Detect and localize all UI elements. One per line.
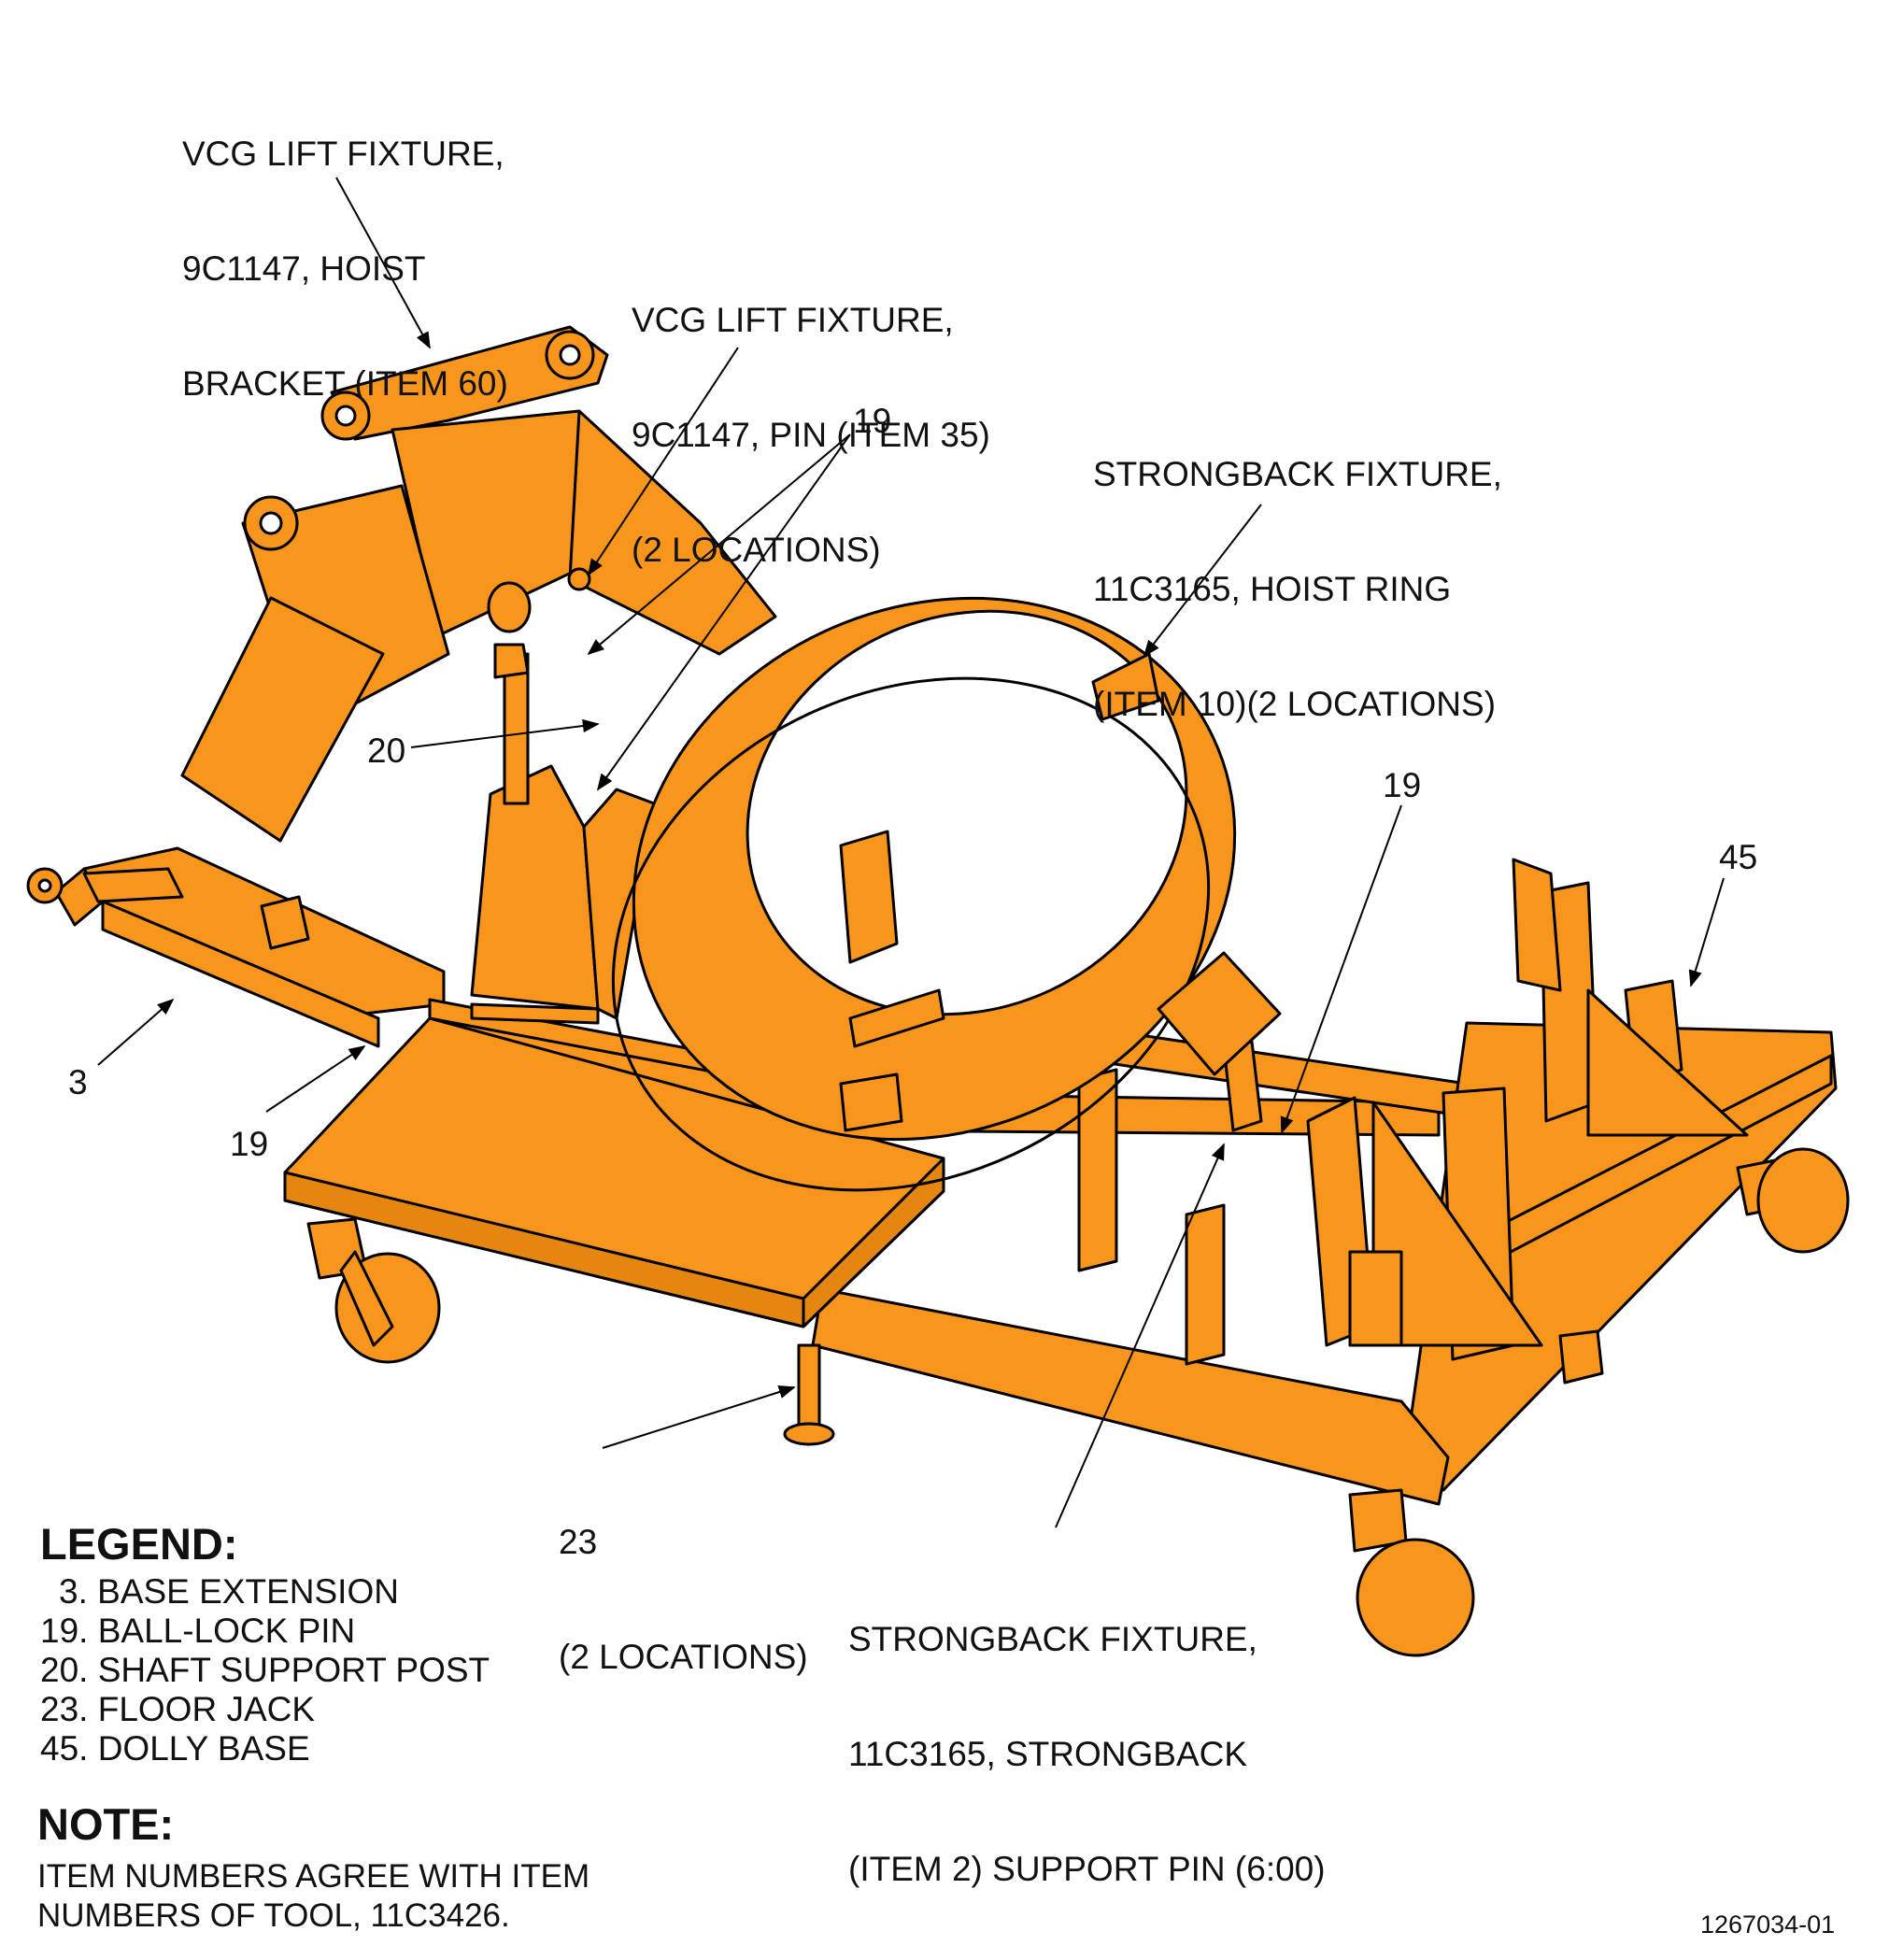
wheels — [306, 1147, 1850, 1657]
callout-item45: 45 — [1719, 838, 1758, 876]
dolly-base — [447, 979, 1838, 1506]
callout-line: 9C1147, PIN (ITEM 35) — [632, 416, 990, 454]
note-line: NUMBERS OF TOOL, 11C3426. — [37, 1897, 510, 1934]
callout-hoist-ring: STRONGBACK FIXTURE, 11C3165, HOIST RING … — [1093, 378, 1502, 761]
callout-line: BRACKET (ITEM 60) — [182, 364, 508, 403]
callout-hoist-bracket: VCG LIFT FIXTURE, 9C1147, HOIST BRACKET … — [182, 58, 508, 441]
callout-line: 23 — [559, 1523, 598, 1561]
callout-line: VCG LIFT FIXTURE, — [182, 135, 504, 173]
callout-item19-top: 19 — [853, 402, 892, 440]
callout-item3: 3 — [68, 1063, 88, 1101]
legend-item: 23. FLOOR JACK — [40, 1690, 316, 1728]
callout-line: STRONGBACK FIXTURE, — [1093, 455, 1502, 493]
note-title: NOTE: — [37, 1799, 175, 1849]
support-gussets — [1306, 858, 1749, 1347]
callout-line: 11C3165, HOIST RING — [1093, 570, 1452, 608]
legend-item: 20. SHAFT SUPPORT POST — [40, 1651, 490, 1689]
callout-line: STRONGBACK FIXTURE, — [848, 1620, 1257, 1658]
callout-item19-left: 19 — [230, 1125, 269, 1163]
callout-item20: 20 — [367, 731, 406, 770]
legend-list: 3. BASE EXTENSION 19. BALL-LOCK PIN 20. … — [40, 1572, 490, 1768]
callout-line: 9C1147, HOIST — [182, 249, 426, 288]
callout-line: (2 LOCATIONS) — [559, 1638, 808, 1676]
base-extension — [26, 846, 446, 1048]
shaft-support-post — [470, 652, 656, 1025]
note-body: ITEM NUMBERS AGREE WITH ITEM NUMBERS OF … — [37, 1857, 589, 1936]
callout-support-pin: STRONGBACK FIXTURE, 11C3165, STRONGBACK … — [848, 1543, 1326, 1926]
legend-item: 19. BALL-LOCK PIN — [40, 1612, 356, 1650]
legend-title: LEGEND: — [40, 1519, 238, 1569]
callout-pin: VCG LIFT FIXTURE, 9C1147, PIN (ITEM 35) … — [632, 224, 990, 607]
callout-line: (ITEM 2) SUPPORT PIN (6:00) — [848, 1850, 1326, 1888]
callout-item19-right: 19 — [1383, 766, 1422, 804]
callout-floor-jack: 23 (2 LOCATIONS) — [559, 1446, 808, 1714]
strongback-ring — [611, 596, 1282, 1192]
callout-line: (2 LOCATIONS) — [632, 531, 881, 569]
drawing-number: 1267034-01 — [1700, 1910, 1836, 1939]
legend-item: 3. BASE EXTENSION — [59, 1572, 399, 1611]
callout-line: (ITEM 10)(2 LOCATIONS) — [1093, 685, 1497, 723]
callout-line: VCG LIFT FIXTURE, — [632, 301, 954, 339]
vcg-lift-fixture — [180, 325, 777, 843]
callout-line: 11C3165, STRONGBACK — [848, 1735, 1248, 1773]
note-line: ITEM NUMBERS AGREE WITH ITEM — [37, 1858, 590, 1895]
legend-item: 45. DOLLY BASE — [40, 1729, 310, 1768]
